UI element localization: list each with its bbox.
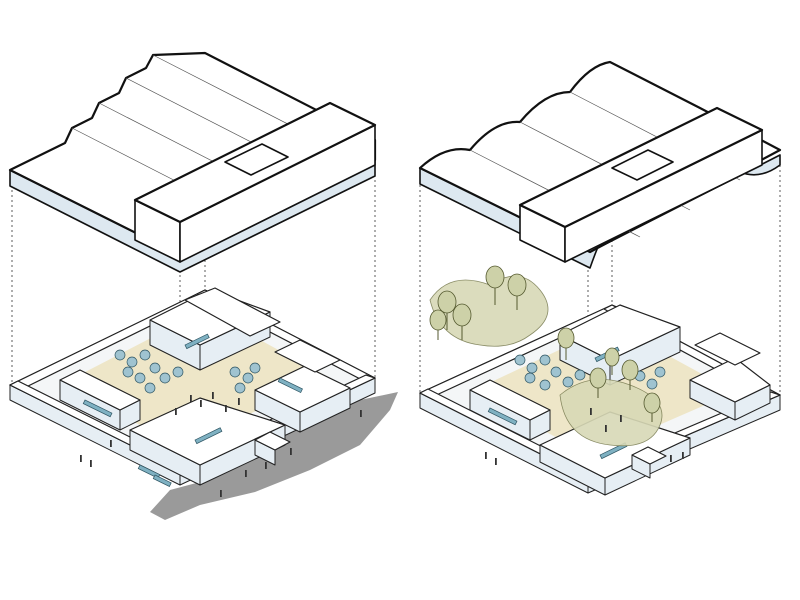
left-roof-skylight bbox=[224, 143, 289, 176]
left-furniture bbox=[114, 349, 261, 487]
right-room-west bbox=[469, 379, 551, 441]
left-diagram bbox=[8, 51, 398, 520]
right-wave-roof bbox=[418, 60, 782, 269]
left-room-south bbox=[129, 397, 291, 486]
left-room-east bbox=[254, 339, 351, 433]
left-people bbox=[80, 392, 362, 497]
right-room-east bbox=[689, 332, 771, 421]
right-exterior-trees bbox=[429, 265, 575, 360]
left-floor-plan bbox=[8, 287, 377, 497]
left-room-west bbox=[59, 369, 141, 431]
right-roof-skylight bbox=[611, 149, 674, 181]
right-people bbox=[485, 408, 684, 465]
right-diagram bbox=[418, 60, 782, 496]
right-floor-plan bbox=[418, 265, 782, 496]
right-courtyard-trees bbox=[559, 347, 663, 447]
left-sawtooth-roof bbox=[8, 51, 377, 273]
left-room-north bbox=[149, 287, 281, 371]
